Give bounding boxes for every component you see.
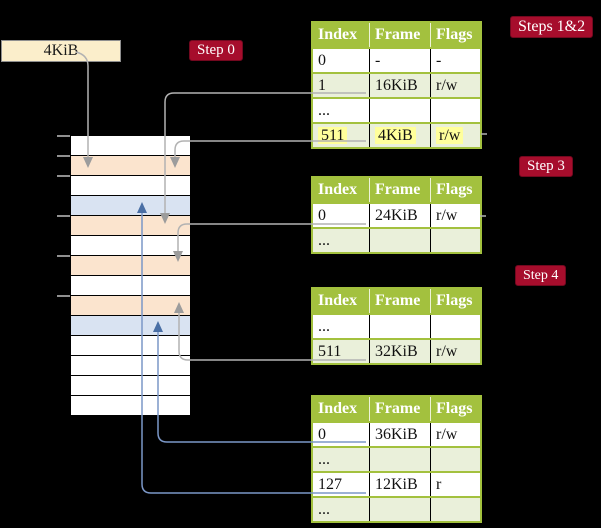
table-cell: 511 <box>318 343 342 360</box>
address-tick <box>57 155 70 157</box>
table-cell: ... <box>318 102 330 119</box>
badge-step-0: Step 0 <box>189 40 243 61</box>
table-cell <box>430 229 480 252</box>
memory-row-11-empty <box>71 356 190 376</box>
table-cell: r/w <box>430 423 480 446</box>
table-cell: 0 <box>318 52 326 69</box>
table-cell <box>369 448 430 471</box>
table-row: 0 -- <box>313 47 480 72</box>
memory-row-0-empty <box>71 136 190 156</box>
memory-row-3-mapped <box>71 196 190 216</box>
header-cell-frame: Frame <box>369 397 430 421</box>
table-cell: ... <box>318 451 330 468</box>
address-tick <box>57 175 70 177</box>
table-cell: ... <box>318 232 330 249</box>
address-tick <box>57 135 70 137</box>
address-tick <box>57 215 70 217</box>
badge-step-3: Step 3 <box>519 156 573 177</box>
table-cell: r/w <box>430 340 480 363</box>
table-cell <box>369 315 430 338</box>
table-row: ... <box>313 446 480 471</box>
table-cell: 36KiB <box>369 423 430 446</box>
table-cell: 0 <box>318 426 326 443</box>
table-cell: r/w <box>430 74 480 97</box>
table-row: ... <box>313 496 480 521</box>
highlighted-value: 4KiB <box>375 127 416 144</box>
memory-row-7-empty <box>71 276 190 296</box>
cr3-frame-box: 4KiB <box>1 40 121 62</box>
table-cell: r/w <box>430 124 480 147</box>
table-cell <box>369 99 430 122</box>
memory-row-2-empty <box>71 176 190 196</box>
table-row: ... <box>313 313 480 338</box>
address-tick <box>57 255 70 257</box>
table-cell: r/w <box>430 204 480 227</box>
table-cell: r <box>430 473 480 496</box>
memory-row-9-mapped <box>71 316 190 336</box>
table-row: 511 4KiB r/w <box>313 122 480 147</box>
highlighted-value: 511 <box>318 127 348 144</box>
table-cell: 24KiB <box>369 204 430 227</box>
table-cell <box>369 498 430 521</box>
table-cell: 4KiB <box>369 124 430 147</box>
memory-row-6-pagetable <box>71 256 190 276</box>
highlighted-value: r/w <box>436 127 464 144</box>
memory-row-12-empty <box>71 376 190 396</box>
header-cell-frame: Frame <box>369 178 430 202</box>
memory-row-8-pagetable <box>71 296 190 316</box>
header-cell-flags: Flags <box>430 23 480 47</box>
table-cell: 1 <box>318 77 326 94</box>
table-cell: 32KiB <box>369 340 430 363</box>
header-cell-flags: Flags <box>430 397 480 421</box>
memory-row-1-pagetable <box>71 156 190 176</box>
table-cell <box>369 229 430 252</box>
memory-row-10-empty <box>71 336 190 356</box>
table-cell <box>430 448 480 471</box>
table-row: ... <box>313 227 480 252</box>
header-cell-index: Index <box>318 181 358 198</box>
badge-steps-1-2: Steps 1&2 <box>510 16 594 38</box>
table-cell: 16KiB <box>369 74 430 97</box>
badge-step-4: Step 4 <box>515 265 567 286</box>
memory-row-4-pagetable <box>71 216 190 236</box>
header-cell-index: Index <box>318 400 358 417</box>
table-cell: - <box>369 49 430 72</box>
table-cell <box>430 498 480 521</box>
table-cell <box>430 315 480 338</box>
table-cell <box>430 99 480 122</box>
table-cell: 0 <box>318 207 326 224</box>
header-cell-index: Index <box>318 292 358 309</box>
table-cell: 12KiB <box>369 473 430 496</box>
memory-row-5-empty <box>71 236 190 256</box>
header-cell-flags: Flags <box>430 289 480 313</box>
table-cell: - <box>430 49 480 72</box>
header-cell-frame: Frame <box>369 23 430 47</box>
table-cell: 511 <box>313 124 369 147</box>
physical-memory-stack <box>70 135 191 416</box>
header-cell-index: Index <box>318 26 358 43</box>
header-cell-flags: Flags <box>430 178 480 202</box>
table-cell: ... <box>318 501 330 518</box>
address-tick <box>57 295 70 297</box>
memory-row-13-empty <box>71 396 190 416</box>
table-cell: 127 <box>318 476 342 493</box>
header-cell-frame: Frame <box>369 289 430 313</box>
table-row: ... <box>313 97 480 122</box>
table-cell: ... <box>318 318 330 335</box>
